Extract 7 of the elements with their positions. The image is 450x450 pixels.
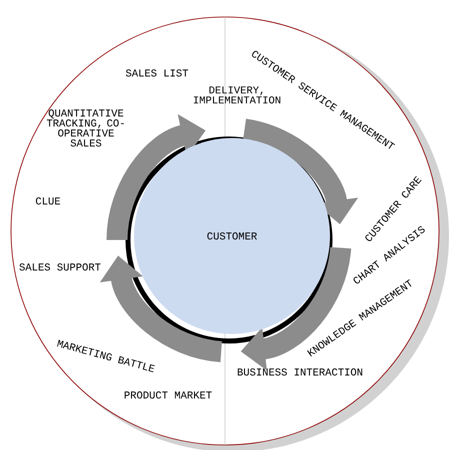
label: BUSINESS INTERACTION [238,368,362,376]
label: SALES LIST [126,69,188,77]
label: CLUE [36,197,60,205]
label: PRODUCT MARKET [124,391,212,399]
label: QUANTITATIVE TRACKING, CO-OPERATIVE SALES [46,109,124,147]
label: DELIVERY, IMPLEMENTATION [194,86,280,104]
label: SALES SUPPORT [19,263,101,271]
